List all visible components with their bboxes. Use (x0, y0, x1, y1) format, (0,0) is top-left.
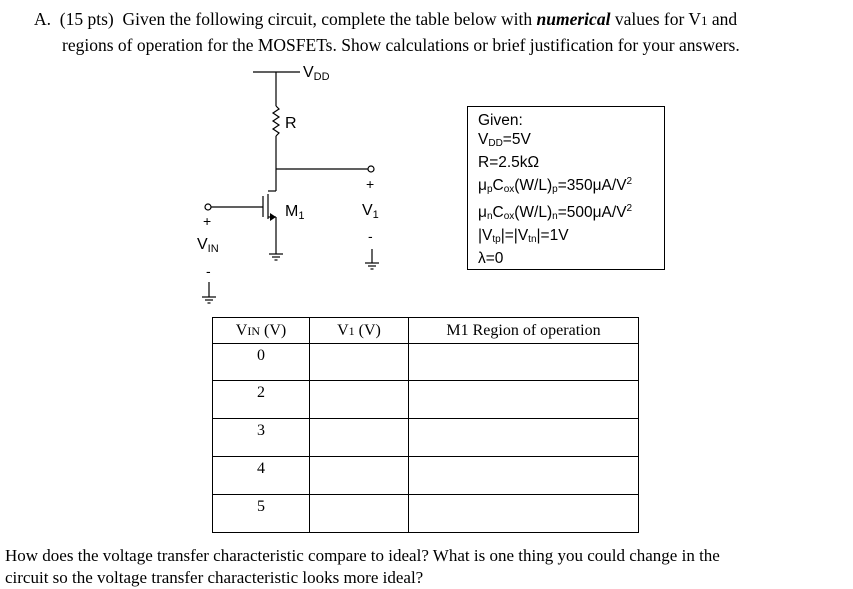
v1-input-cell[interactable] (309, 343, 409, 381)
given-n-param: μnCox(W/L)n=500μA/V2 (478, 203, 633, 222)
input-terminal (204, 203, 212, 211)
output-terminal (367, 165, 375, 173)
given-vdd: VDD=5V (478, 131, 531, 149)
output-plus: + (366, 176, 374, 192)
vin-cell: 3 (212, 418, 310, 457)
table-header-row: VIN (V) V1 (V) M1 Region of operation (212, 317, 639, 344)
question-line-2: circuit so the voltage transfer characte… (5, 568, 424, 587)
v1-input-cell[interactable] (309, 418, 409, 457)
problem-statement: A. (15 pts) Given the following circuit,… (34, 7, 849, 57)
v1-input-cell[interactable] (309, 456, 409, 495)
header-v1: V1 (V) (309, 317, 409, 344)
output-minus: - (368, 228, 373, 244)
given-title: Given: (478, 112, 523, 129)
table-row: 4 (212, 456, 639, 495)
resistor-r (271, 105, 281, 137)
v-subscript: 1 (701, 13, 708, 28)
answer-table: VIN (V) V1 (V) M1 Region of operation 0 … (212, 317, 639, 533)
table-row: 3 (212, 418, 639, 457)
problem-text-end: and (711, 9, 738, 29)
source-arrow (270, 213, 276, 221)
table-row: 5 (212, 494, 639, 533)
question-line-1: How does the voltage transfer characteri… (5, 546, 720, 565)
region-input-cell[interactable] (408, 343, 639, 381)
vin-cell: 4 (212, 456, 310, 495)
region-input-cell[interactable] (408, 380, 639, 419)
table-row: 2 (212, 380, 639, 419)
problem-line-2: regions of operation for the MOSFETs. Sh… (62, 35, 740, 55)
problem-text: Given the following circuit, complete th… (122, 9, 533, 29)
input-plus: + (203, 213, 211, 229)
vdd-label: VDD (303, 64, 330, 83)
region-input-cell[interactable] (408, 456, 639, 495)
header-region: M1 Region of operation (408, 317, 639, 344)
table-row: 0 (212, 343, 639, 381)
given-box: Given: VDD=5V R=2.5kΩ μpCox(W/L)p=350μA/… (467, 106, 665, 270)
resistor-label: R (285, 115, 297, 132)
given-p-param: μpCox(W/L)p=350μA/V2 (478, 176, 633, 195)
problem-text-2: values for V (614, 9, 701, 29)
follow-up-question: How does the voltage transfer characteri… (5, 545, 850, 589)
problem-line-1: A. (15 pts) Given the following circuit,… (34, 7, 849, 33)
vin-cell: 5 (212, 494, 310, 533)
given-r: R=2.5kΩ (478, 154, 540, 171)
region-input-cell[interactable] (408, 418, 639, 457)
vin-cell: 0 (212, 343, 310, 381)
transistor-label: M1 (285, 203, 304, 222)
v1-input-cell[interactable] (309, 380, 409, 419)
region-input-cell[interactable] (408, 494, 639, 533)
problem-points: (15 pts) (59, 9, 114, 29)
given-lambda: λ=0 (478, 250, 504, 267)
given-vt: |Vtp|=|Vtn|=1V (478, 227, 569, 245)
problem-label: A. (34, 9, 52, 29)
v1-input-cell[interactable] (309, 494, 409, 533)
header-vin: VIN (V) (212, 317, 310, 344)
emphasis-word: numerical (536, 9, 611, 29)
output-label: V1 (362, 202, 379, 221)
vin-cell: 2 (212, 380, 310, 419)
input-minus: - (206, 263, 211, 279)
input-label: VIN (197, 236, 219, 255)
